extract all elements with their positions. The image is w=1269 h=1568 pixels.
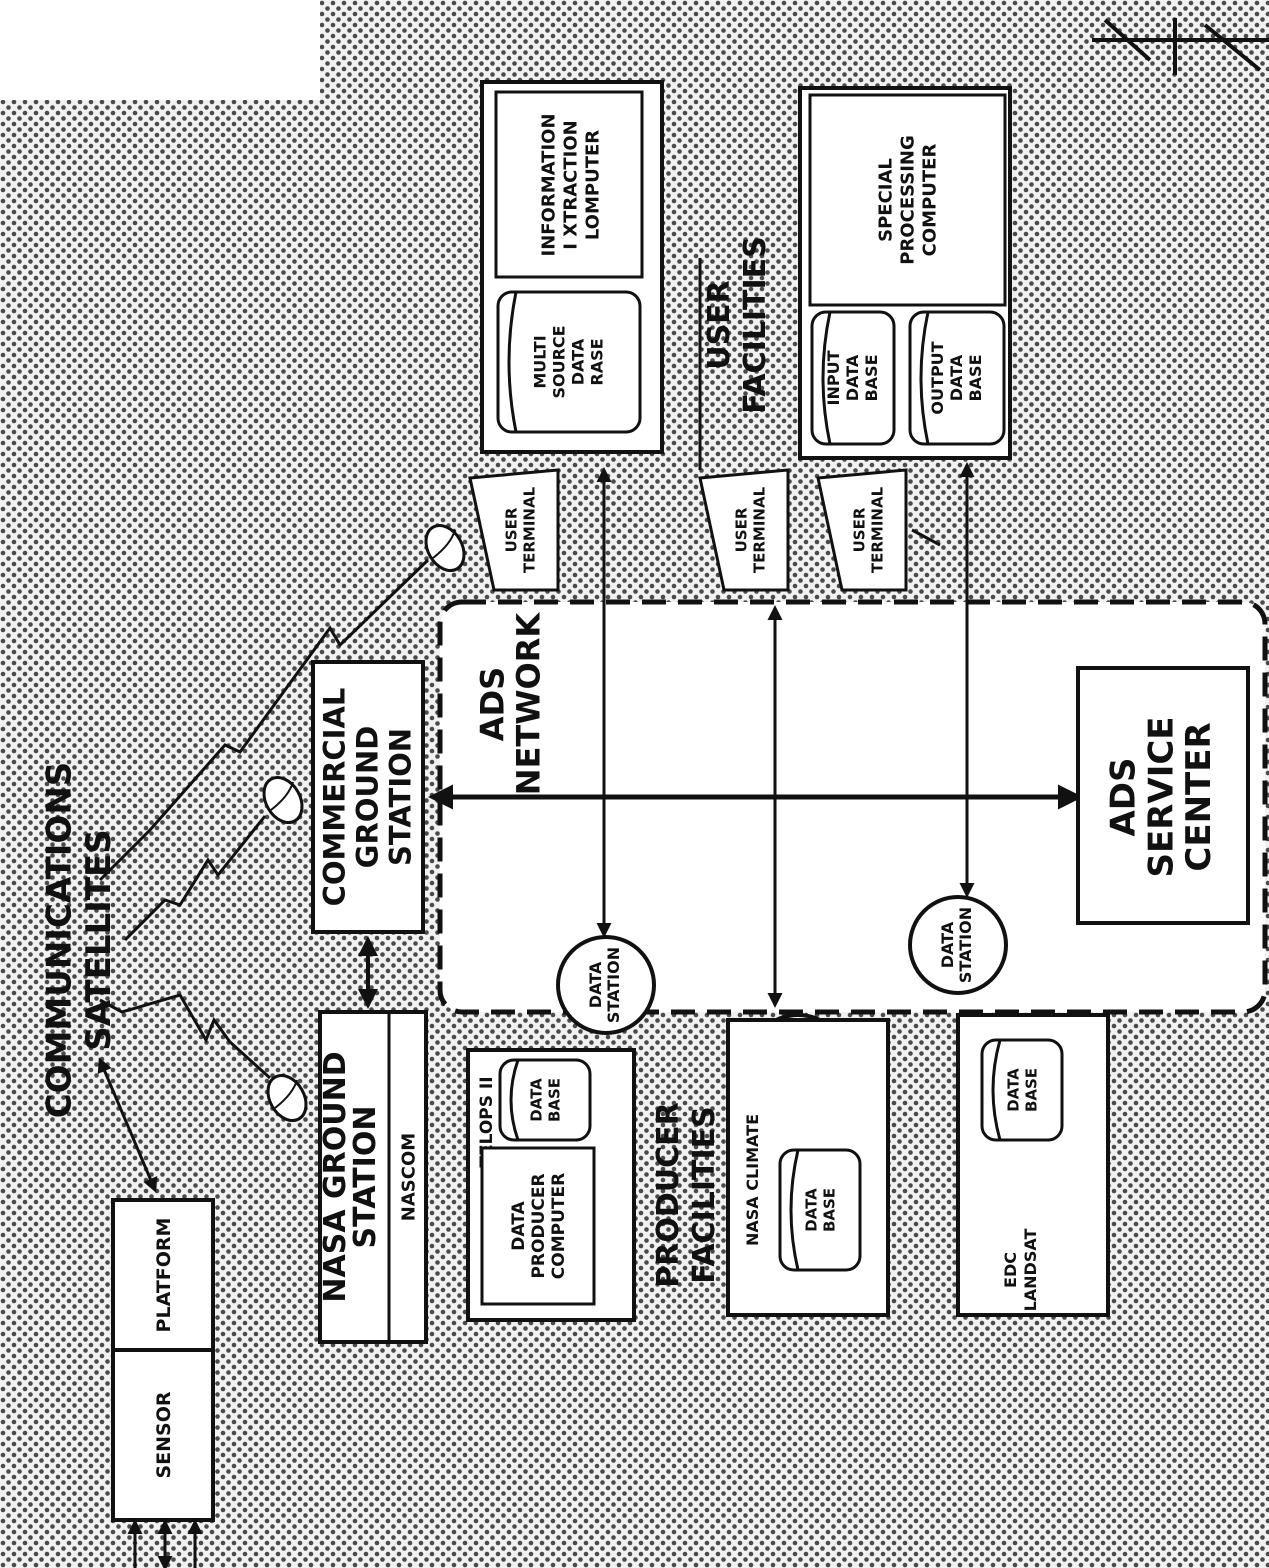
commercial-ground-station-label-line: STATION: [383, 728, 417, 866]
commercial-ground-station-label-line: GROUND: [350, 726, 384, 869]
data-station-1-label-line: DATA: [586, 961, 605, 1008]
nasa-climate-db-label-line: BASE: [820, 1188, 838, 1232]
ads-service-center-label-line: CENTER: [1179, 722, 1219, 871]
edc-db-label-line: BASE: [1022, 1068, 1040, 1112]
user-terminal-3-label-line: TERMINAL: [868, 486, 886, 573]
producer-facilities-label-line: PRODUCER: [651, 1102, 686, 1287]
special-processing-computer-label-line: SPECIAL: [875, 158, 896, 242]
user-terminal-2-label-line: TERMINAL: [750, 486, 768, 573]
user-terminal-1-label-line: USER: [502, 507, 520, 552]
edc-db-label-line: DATA: [1004, 1068, 1022, 1112]
input-db-label-line: INPUT: [824, 350, 843, 405]
commercial-ground-station-label-line: COMMERCIAL: [317, 688, 351, 907]
output-db-label-line: DATA: [947, 354, 966, 401]
telops-db-label-line: DATA: [527, 1078, 545, 1122]
nasa-climate-db-label-line: DATA: [802, 1188, 820, 1232]
top-left-blank: [0, 0, 320, 100]
telops-db-label-line: BASE: [545, 1078, 563, 1122]
data-producer-computer-label-line: DATA: [509, 1200, 529, 1250]
user-terminal-2-label-line: USER: [732, 507, 750, 552]
multi-source-db-label-line: SOURCE: [549, 325, 568, 398]
special-processing-computer-label-line: PROCESSING: [897, 135, 918, 265]
sensor-label: SENSOR: [153, 1391, 175, 1478]
input-db-label-line: DATA: [843, 354, 862, 401]
data-station-1-label-line: STATION: [604, 947, 623, 1023]
sensor-label-line: SENSOR: [153, 1391, 175, 1478]
nascom-label: NASCOM: [398, 1133, 419, 1221]
telops-db-label: DATABASE: [527, 1078, 563, 1122]
platform-label: PLATFORM: [153, 1218, 175, 1333]
output-db-label-line: OUTPUT: [928, 341, 947, 414]
user-terminal-3-label-line: USER: [850, 507, 868, 552]
data-station-3-label-line: STATION: [956, 907, 975, 983]
user-facilities-label-line: USER: [702, 280, 737, 370]
multi-source-db-label-line: RASE: [587, 338, 606, 385]
special-processing-computer-label-line: COMPUTER: [919, 144, 940, 257]
multi-source-db-label-line: DATA: [568, 338, 587, 385]
title-communications-satellites-line: SATELLITES: [79, 829, 119, 1050]
user-facilities-label-line: FACILITIES: [738, 236, 773, 413]
title-communications-satellites-line: COMMUNICATIONS: [39, 762, 79, 1119]
data-producer-computer-label-line: COMPUTER: [549, 1173, 569, 1279]
multi-source-db-label-line: MULTI: [530, 335, 549, 388]
ads-network-label-line: ADS: [474, 667, 512, 741]
info-extraction-computer-label-line: INFORMATION: [538, 113, 559, 256]
nasa-ground-station-label-line: STATION: [348, 1106, 383, 1249]
data-station-3-label-line: DATA: [938, 921, 957, 968]
info-extraction-computer-label-line: I XTRACTION: [560, 120, 581, 249]
input-db-label-line: BASE: [862, 354, 881, 401]
platform-label-line: PLATFORM: [153, 1218, 175, 1333]
user-terminal-1-label-line: TERMINAL: [520, 486, 538, 573]
nascom-label-line: NASCOM: [398, 1133, 419, 1221]
edc-landsat-label-line: EDC: [1001, 1252, 1020, 1288]
ads-service-center-label-line: ADS: [1103, 757, 1143, 836]
producer-facilities-label-line: FACILITIES: [687, 1106, 722, 1283]
ads-service-center-label-line: SERVICE: [1141, 716, 1181, 877]
nasa-climate-label-line: NASA CLIMATE: [743, 1114, 762, 1246]
output-db-label-line: BASE: [966, 354, 985, 401]
halftone-top-band: [320, 0, 430, 100]
info-extraction-computer-label-line: LOMPUTER: [582, 130, 603, 240]
edc-landsat-label-line: LANDSAT: [1021, 1229, 1040, 1312]
ads-network-label-line: NETWORK: [510, 612, 548, 796]
nasa-climate-label: NASA CLIMATE: [743, 1114, 762, 1246]
data-producer-computer-label-line: PRODUCER: [529, 1173, 549, 1278]
